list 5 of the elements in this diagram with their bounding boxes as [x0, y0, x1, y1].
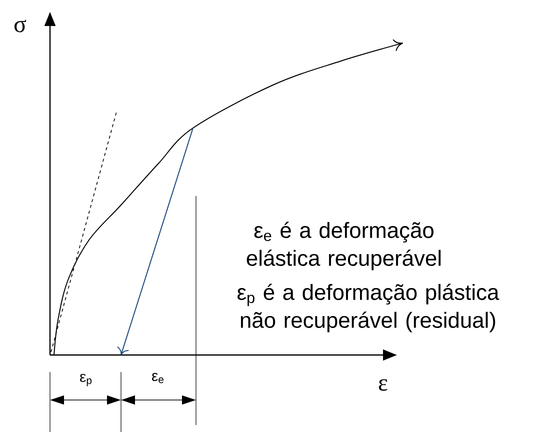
note-text: ε$_{p}$ é a deformação plástica não recuperável (residual) [238, 284, 500, 332]
axis-label: ε [378, 379, 388, 391]
axis-label: σ [14, 20, 26, 32]
dimension-label: ε$_{e}$ [152, 372, 164, 384]
dimension-label: ε$_{p}$ [80, 374, 92, 386]
